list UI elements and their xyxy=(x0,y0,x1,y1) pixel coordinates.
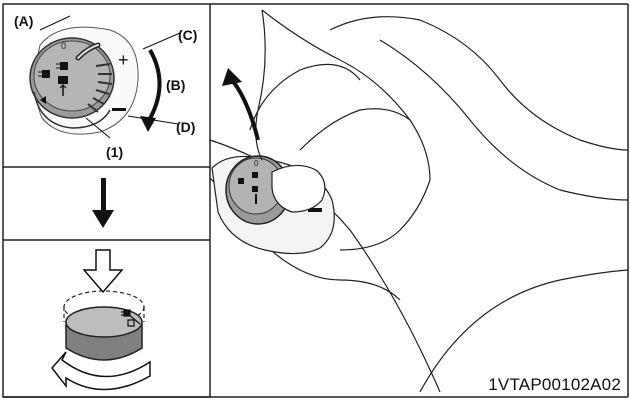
label-one: (1) xyxy=(106,144,123,160)
label-a: (A) xyxy=(14,13,33,29)
hand-fingers xyxy=(249,9,629,251)
dash-knob-mark-zero: 0 xyxy=(254,159,259,168)
bezel-mark-minus xyxy=(112,108,126,111)
step-arrow xyxy=(92,178,114,228)
knob-cylinder-top xyxy=(65,306,143,338)
knob-top-symbol-icon xyxy=(121,309,141,327)
label-d: (D) xyxy=(176,119,195,135)
turn-arrow-head-icon xyxy=(222,68,242,86)
rotate-arrow-icon xyxy=(51,351,151,391)
panel-hand-turning-knob: 0 xyxy=(209,9,629,393)
knob-mark-zero: 0 xyxy=(61,41,66,51)
label-b: (B) xyxy=(166,77,185,93)
label-c: (C) xyxy=(178,27,197,43)
dash-minus-mark xyxy=(308,208,322,212)
bezel-mark-plus: + xyxy=(118,50,129,70)
knob-ridges xyxy=(87,63,113,113)
adjust-arrow xyxy=(146,49,162,124)
panel-push-turn xyxy=(51,249,151,391)
hand-thumb xyxy=(271,164,326,213)
turn-arrow xyxy=(230,78,260,141)
push-arrow-icon xyxy=(82,249,124,294)
headlight-symbol-icon xyxy=(38,62,68,104)
panel-knob-detail: 0 + (A) (C) (B) (D) (1) xyxy=(14,13,197,160)
figure-code: 1VTAP00102A02 xyxy=(488,375,621,394)
